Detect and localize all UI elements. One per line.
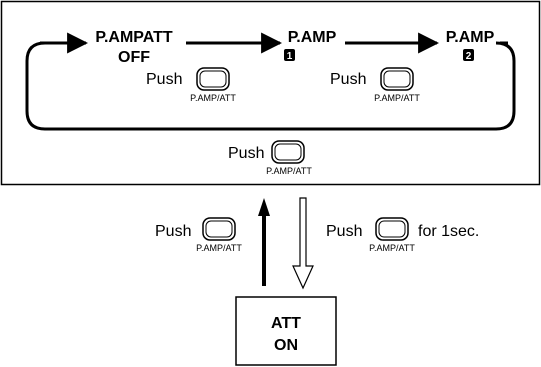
state-amp1-badge-number: 1	[287, 51, 293, 62]
arrow-up-solid-head	[258, 198, 270, 216]
state-amp2-badge-number: 2	[466, 51, 472, 62]
push-label-right: Push	[326, 223, 362, 240]
att-on-line2: ON	[274, 337, 298, 354]
amp-att-button-inner-1	[199, 70, 227, 88]
button-caption-3: P.AMP/ATT	[266, 166, 312, 176]
button-caption-right: P.AMP/ATT	[369, 243, 415, 253]
amp-att-button-icon-2	[380, 67, 414, 91]
arrow-down-hollow	[292, 197, 314, 290]
att-on-line1: ATT	[271, 315, 301, 332]
amp-att-button-icon-1	[196, 67, 230, 91]
cycle-loop-line	[25, 41, 516, 131]
amp-att-button-icon-right	[375, 217, 409, 241]
amp-att-button-icon-3	[271, 140, 305, 164]
cycle-panel-frame	[0, 0, 541, 186]
amp-att-button-inner-right	[378, 220, 406, 238]
push-label-3: Push	[228, 145, 264, 162]
push-label-2: Push	[330, 71, 366, 88]
hold-duration-label: for 1sec.	[418, 223, 479, 240]
att-on-box	[235, 296, 337, 366]
amp-att-button-inner-2	[383, 70, 411, 88]
button-caption-2: P.AMP/ATT	[374, 93, 420, 103]
amp-att-button-inner-3	[274, 143, 302, 161]
push-label-left: Push	[155, 223, 191, 240]
push-label-1: Push	[146, 71, 182, 88]
amp-att-button-icon-left	[202, 217, 236, 241]
button-caption-1: P.AMP/ATT	[190, 93, 236, 103]
button-caption-left: P.AMP/ATT	[196, 243, 242, 253]
state-amp2-badge-icon	[463, 49, 474, 61]
state-ampatt-off-label: OFF	[118, 49, 150, 66]
state-amp1-label: P.AMP	[288, 29, 337, 46]
state-amp2-label: P.AMP	[446, 29, 495, 46]
state-ampatt-label: P.AMPATT	[95, 29, 173, 46]
state-amp1-badge-icon	[284, 49, 295, 61]
amp-att-button-inner-left	[205, 220, 233, 238]
